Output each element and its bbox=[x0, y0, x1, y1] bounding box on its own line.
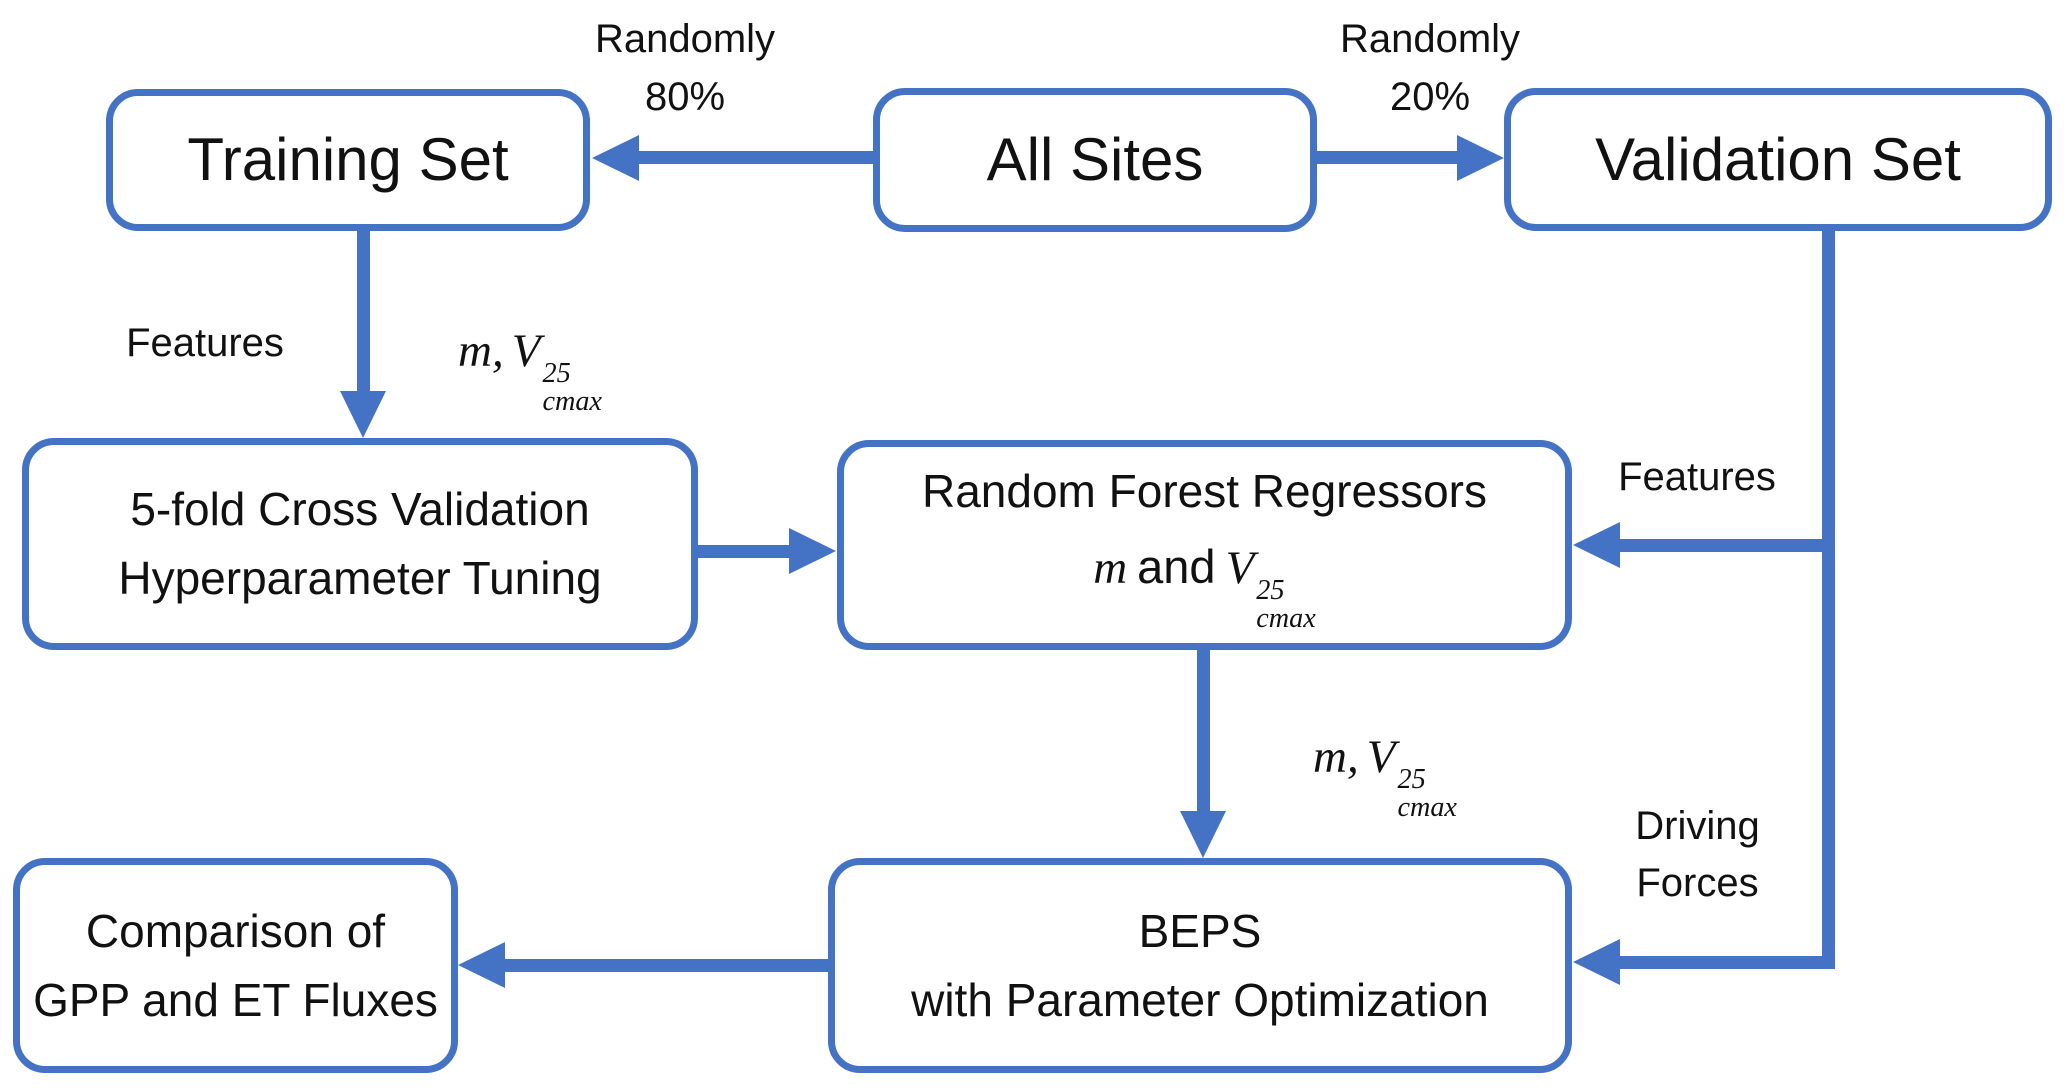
label-params-mid-v: V bbox=[1366, 731, 1396, 783]
arrow-drivingforces-head bbox=[1573, 939, 1620, 985]
node-validation-set-label: Validation Set bbox=[1595, 125, 1961, 193]
arrow-allsites-to-trainingset-head bbox=[592, 135, 639, 181]
node-beps-line1: BEPS bbox=[1138, 904, 1262, 957]
label-randomly-20-line1: Randomly bbox=[1339, 17, 1521, 61]
node-beps-line2: with Parameter Optimization bbox=[911, 973, 1489, 1026]
arrow-drivingforces-shaft bbox=[1620, 956, 1822, 969]
node-cross-validation-line1: 5-fold Cross Validation bbox=[130, 483, 590, 535]
label-params-top-m: m, bbox=[458, 325, 504, 377]
label-params-top-v: V bbox=[511, 325, 541, 377]
label-params-mid-sub: cmax bbox=[1397, 791, 1457, 823]
label-driving-forces: Driving Forces bbox=[1590, 798, 1805, 912]
label-randomly-20: Randomly 20% bbox=[1310, 10, 1550, 126]
arrow-randomforest-to-beps-head bbox=[1180, 811, 1226, 858]
node-cross-validation-line2: Hyperparameter Tuning bbox=[118, 552, 602, 604]
arrow-randomforest-to-beps-shaft bbox=[1197, 650, 1210, 812]
label-params-mid-m: m, bbox=[1313, 731, 1359, 783]
validationset-trunk-line bbox=[1822, 231, 1835, 969]
node-all-sites: All Sites bbox=[873, 88, 1317, 232]
arrow-features-head bbox=[1573, 522, 1620, 568]
math-and: and bbox=[1137, 540, 1216, 594]
node-all-sites-label: All Sites bbox=[986, 126, 1204, 193]
label-randomly-80: Randomly 80% bbox=[565, 10, 805, 126]
node-beps: BEPS with Parameter Optimization bbox=[828, 858, 1572, 1073]
arrow-beps-to-comparison-shaft bbox=[505, 959, 828, 972]
label-driving-forces-line1: Driving bbox=[1635, 804, 1760, 848]
node-comparison-line1: Comparison of bbox=[85, 904, 386, 957]
math-v-sup: 25 bbox=[1256, 574, 1285, 606]
label-params-top-sup: 25 bbox=[542, 357, 571, 389]
node-training-set: Training Set bbox=[106, 89, 590, 231]
label-randomly-80-line1: Randomly bbox=[594, 17, 776, 61]
arrow-allsites-to-validationset-shaft bbox=[1317, 151, 1459, 164]
node-training-set-label: Training Set bbox=[187, 126, 509, 193]
arrow-features-shaft bbox=[1620, 539, 1822, 552]
arrow-allsites-to-trainingset-shaft bbox=[637, 151, 873, 164]
label-features-left: Features bbox=[126, 321, 284, 365]
node-comparison: Comparison of GPP and ET Fluxes bbox=[13, 858, 458, 1073]
arrow-trainingset-to-crossvalidation-head bbox=[340, 391, 386, 438]
label-driving-forces-line2: Forces bbox=[1636, 861, 1759, 905]
arrow-crossvalidation-to-randomforest-shaft bbox=[698, 545, 790, 558]
label-randomly-20-line2: 20% bbox=[1389, 75, 1471, 119]
label-params-top-sub: cmax bbox=[542, 385, 602, 417]
math-v-sub: cmax bbox=[1256, 602, 1316, 634]
node-cross-validation: 5-fold Cross Validation Hyperparameter T… bbox=[22, 438, 698, 650]
math-m: m bbox=[1093, 542, 1128, 595]
node-comparison-line2: GPP and ET Fluxes bbox=[33, 973, 438, 1026]
label-features-right: Features bbox=[1618, 455, 1776, 499]
arrow-allsites-to-validationset-head bbox=[1457, 135, 1504, 181]
math-v: V bbox=[1225, 542, 1255, 595]
label-randomly-80-line2: 80% bbox=[644, 75, 726, 119]
node-random-forest-line1: Random Forest Regressors bbox=[922, 465, 1487, 518]
arrow-trainingset-to-crossvalidation-shaft bbox=[357, 231, 370, 396]
node-validation-set: Validation Set bbox=[1504, 88, 2052, 231]
label-params-mid-sup: 25 bbox=[1397, 763, 1426, 795]
arrow-beps-to-comparison-head bbox=[458, 942, 505, 988]
arrow-crossvalidation-to-randomforest-head bbox=[789, 528, 836, 574]
